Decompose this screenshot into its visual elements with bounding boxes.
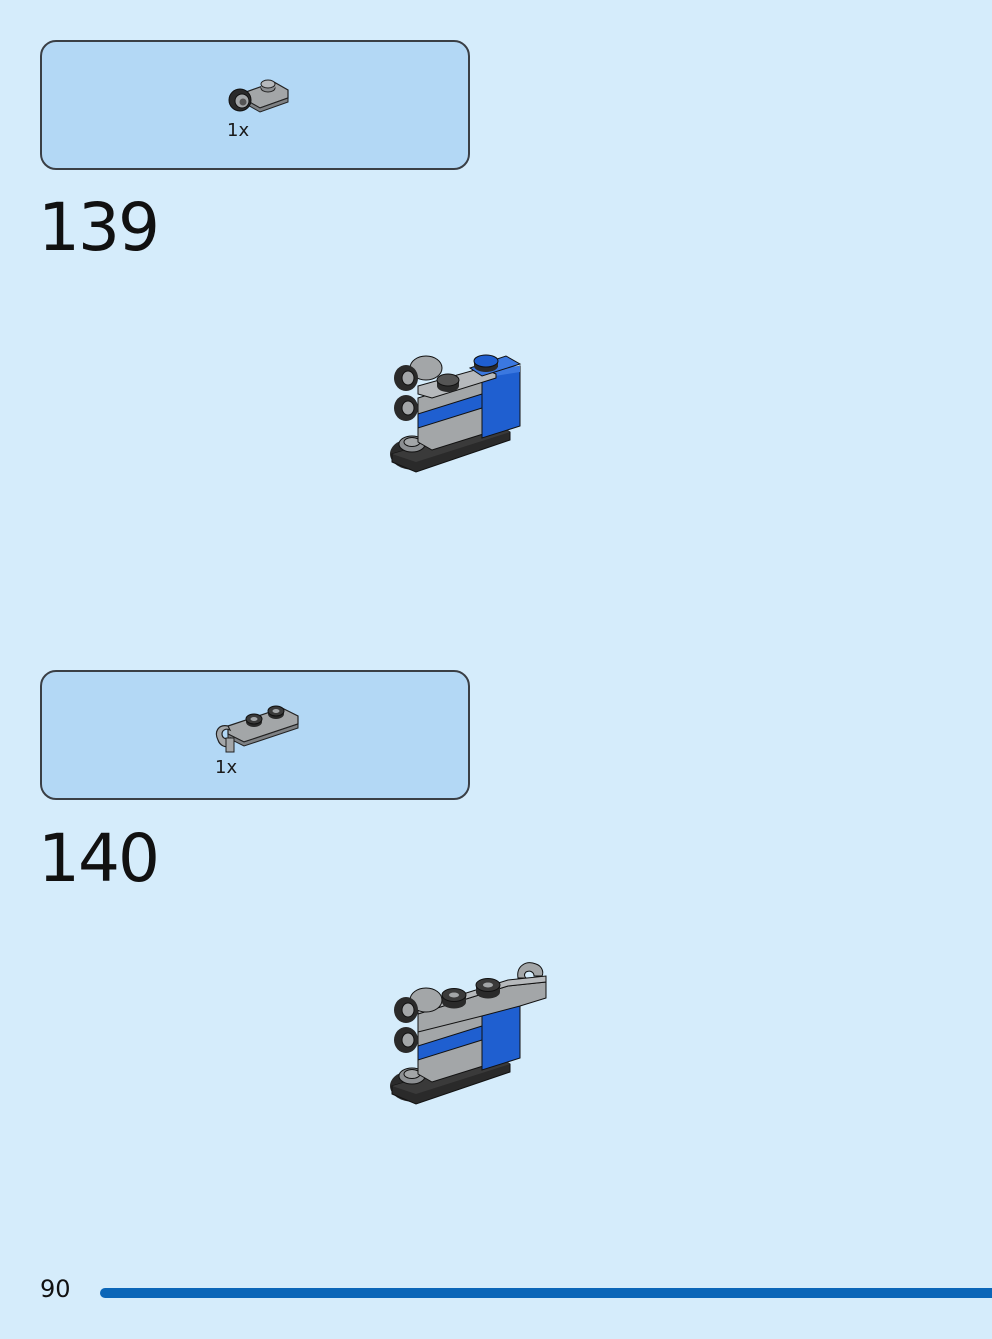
step-number: 140 (38, 820, 160, 897)
plate-with-clip-icon (215, 705, 299, 753)
page-number: 90 (40, 1275, 71, 1303)
plate-with-wheel-holder-icon (228, 79, 289, 113)
assembled-model-step-140-icon (390, 962, 547, 1105)
page-divider-bar (100, 1288, 992, 1298)
parts-callout-step-139: 1x (40, 40, 470, 170)
assembled-model-step-139-icon (390, 354, 522, 473)
part-quantity: 1x (227, 120, 250, 141)
parts-callout-step-140: 1x (40, 670, 470, 800)
part-quantity: 1x (215, 757, 238, 778)
step-number: 139 (38, 189, 160, 266)
